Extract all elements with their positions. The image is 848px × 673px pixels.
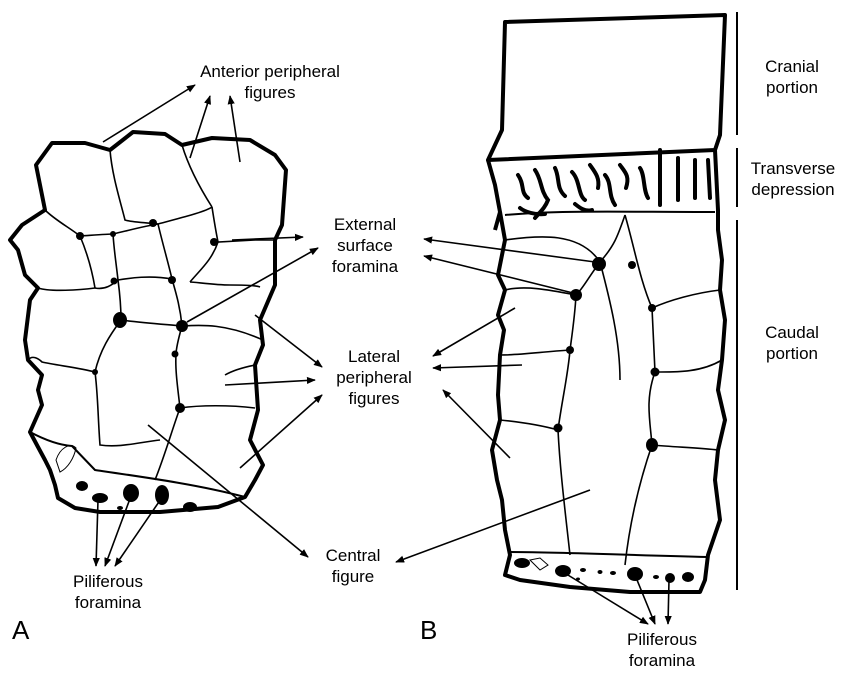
label-anterior-line1: Anterior peripheral [190,61,350,82]
specimen-a-base-line [30,432,245,497]
label-piliferous-a-line2: foramina [58,592,158,613]
arrow-external-a2 [187,248,318,322]
arrow-central-a [148,425,308,557]
arrow-piliferous-b3 [668,580,669,624]
label-piliferous-foramina-a: Piliferous foramina [58,571,158,613]
arrow-piliferous-a3 [115,496,163,566]
specimen-a [10,132,286,512]
label-cranial-line2: portion [742,77,842,98]
specimen-b-transverse-box [488,160,500,230]
label-central-line1: Central [308,545,398,566]
specimen-b [488,15,725,592]
specimen-b-cranial-block [488,15,725,160]
arrow-anterior-2 [190,96,210,158]
label-external-surface-foramina: External surface foramina [310,214,420,277]
label-cranial-line1: Cranial [742,56,842,77]
label-piliferous-a-line1: Piliferous [58,571,158,592]
label-lateral-line2: peripheral [318,367,430,388]
label-anterior-peripheral-figures: Anterior peripheral figures [190,61,350,103]
label-external-line1: External [310,214,420,235]
specimen-a-internal-lines [28,145,275,480]
label-piliferous-b-line1: Piliferous [612,629,712,650]
arrow-external-b1 [424,239,595,262]
label-cranial-portion: Cranial portion [742,56,842,98]
label-central-line2: figure [308,566,398,587]
label-piliferous-foramina-b: Piliferous foramina [612,629,712,671]
specimen-a-piliferous-pits [56,446,197,512]
arrow-central-b [396,490,590,562]
label-transverse-line2: depression [742,179,844,200]
arrow-lateral-a2 [225,380,315,385]
label-caudal-line2: portion [742,343,842,364]
label-external-line3: foramina [310,256,420,277]
label-anterior-line2: figures [190,82,350,103]
label-transverse-line1: Transverse [742,158,844,179]
arrow-piliferous-a2 [105,496,131,566]
label-piliferous-b-line2: foramina [612,650,712,671]
arrow-lateral-a1 [255,315,322,367]
arrow-lateral-b2 [433,365,522,368]
label-external-line2: surface [310,235,420,256]
label-lateral-line3: figures [318,388,430,409]
arrow-piliferous-b2 [635,575,655,624]
specimen-b-caudal-outline [492,212,725,592]
label-transverse-depression: Transverse depression [742,158,844,200]
specimen-a-outline [10,132,286,512]
specimen-b-base-line [510,552,708,557]
panel-label-a: A [12,615,29,646]
label-caudal-portion: Caudal portion [742,322,842,364]
specimen-b-internal-lines [500,215,722,565]
label-caudal-line1: Caudal [742,322,842,343]
specimen-b-transverse-ridges [518,150,710,218]
label-lateral-line1: Lateral [318,346,430,367]
label-lateral-peripheral-figures: Lateral peripheral figures [318,346,430,409]
arrow-external-b2 [424,256,573,293]
label-central-figure: Central figure [308,545,398,587]
specimen-b-piliferous-pits [514,558,694,583]
specimen-b-transverse-right [715,150,718,215]
panel-label-b: B [420,615,437,646]
arrow-anterior-3 [230,96,240,162]
